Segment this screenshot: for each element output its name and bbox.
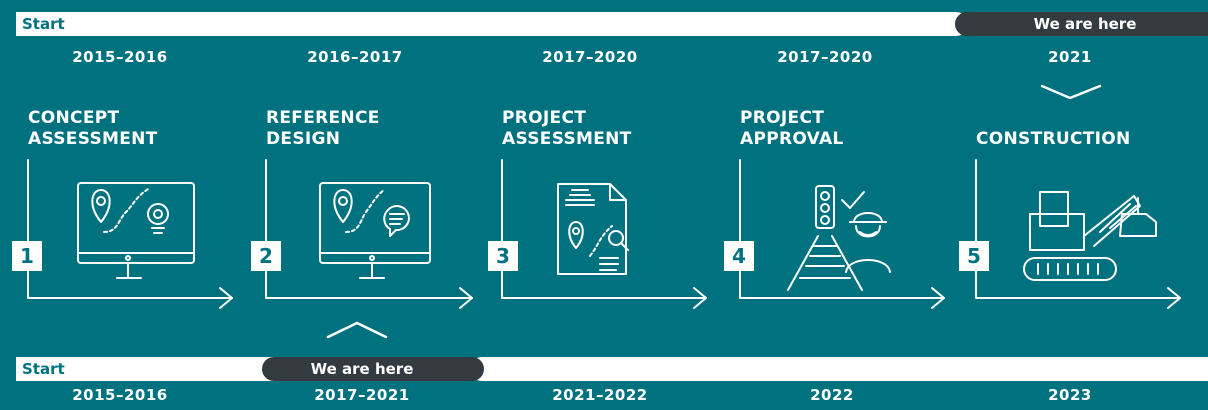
bottom-future-bar [470,357,1208,381]
step-2-number: 2 [251,241,281,271]
step-4-number: 4 [724,241,754,271]
step-4-arrow-icon [739,159,945,309]
step-5-number: 5 [959,241,989,271]
bottom-start-bar [16,357,286,381]
bottom-here-label: We are here [310,360,414,378]
document-map-magnifier-icon [557,183,629,275]
railway-signal-worker-icon [787,185,891,291]
top-year-4: 2017–2020 [777,48,873,66]
step-2-arrow-icon [265,159,473,309]
bottom-chevron-up-icon [326,321,388,339]
bottom-start-label: Start [22,360,65,378]
step-3-title-line1: PROJECT [502,108,587,128]
step-2-title-line1: REFERENCE [266,108,380,128]
bottom-year-4: 2022 [810,386,854,404]
top-year-3: 2017–2020 [542,48,638,66]
step-1-number: 1 [12,241,42,271]
step-1-title-line1: CONCEPT [28,108,120,128]
step-4-title: PROJECT APPROVAL [740,108,844,150]
step-2-title: REFERENCE DESIGN [266,108,380,150]
step-1-arrow-icon [27,159,233,309]
step-5-title: CONSTRUCTION [976,108,1131,150]
top-year-5: 2021 [1048,48,1092,66]
top-start-label: Start [22,15,65,33]
step-3-number: 3 [488,241,518,271]
monitor-map-gear-icon [77,182,195,279]
step-3-title-line2: ASSESSMENT [502,129,632,149]
step-1-title: CONCEPT ASSESSMENT [28,108,158,150]
top-chevron-down-icon [1040,84,1102,100]
bottom-year-2: 2017–2021 [314,386,410,404]
bottom-year-5: 2023 [1048,386,1092,404]
crane-excavator-icon [1023,191,1157,281]
bottom-here-bar [262,357,484,381]
top-year-1: 2015–2016 [72,48,168,66]
top-year-2: 2016–2017 [307,48,403,66]
step-5-arrow-icon [975,159,1181,309]
top-timeline-bar [16,12,968,36]
top-here-bar [955,12,1208,36]
step-4-title-line2: APPROVAL [740,129,844,149]
monitor-map-chat-icon [319,182,431,279]
step-3-title: PROJECT ASSESSMENT [502,108,632,150]
bottom-year-1: 2015–2016 [72,386,168,404]
step-3-arrow-icon [501,159,707,309]
top-here-label: We are here [1033,15,1137,33]
step-1-title-line2: ASSESSMENT [28,129,158,149]
bottom-year-3: 2021–2022 [552,386,648,404]
step-5-title-line2: CONSTRUCTION [976,129,1131,149]
step-2-title-line2: DESIGN [266,129,341,149]
step-4-title-line1: PROJECT [740,108,825,128]
